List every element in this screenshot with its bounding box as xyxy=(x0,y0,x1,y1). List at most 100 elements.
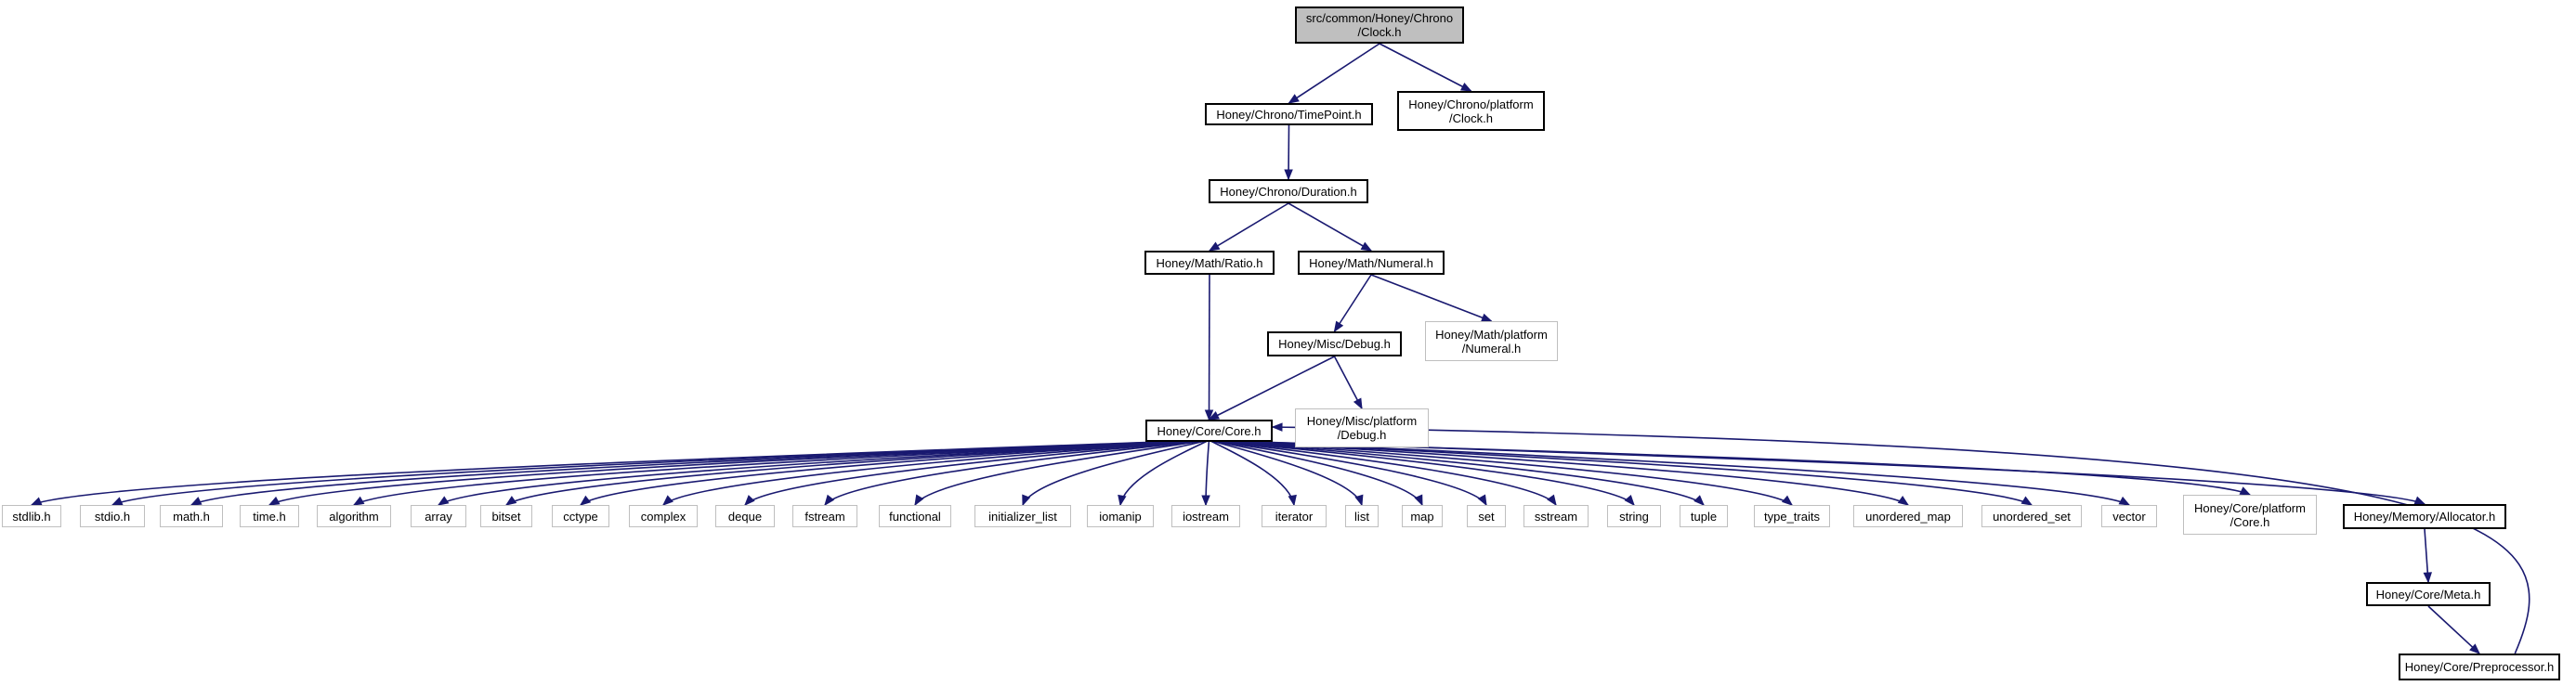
node-map[interactable]: map xyxy=(1402,505,1443,527)
edge-arrowhead xyxy=(1414,494,1423,507)
node-fstream[interactable]: fstream xyxy=(792,505,857,527)
node-stdio[interactable]: stdio.h xyxy=(80,505,145,527)
edge-arrowhead xyxy=(504,496,517,506)
edge-arrowhead xyxy=(190,497,203,506)
edge-core-to-initializer_list xyxy=(1022,439,1210,506)
edge-arrowhead xyxy=(824,494,835,507)
edge-clock-to-platform_clock xyxy=(1379,43,1471,92)
node-core[interactable]: Honey/Core/Core.h xyxy=(1145,420,1273,442)
node-stdlib[interactable]: stdlib.h xyxy=(2,505,61,527)
node-list[interactable]: list xyxy=(1345,505,1379,527)
edge-arrowhead xyxy=(1897,496,1910,506)
edge-arrowhead xyxy=(1288,94,1300,104)
node-numeral[interactable]: Honey/Math/Numeral.h xyxy=(1298,251,1445,275)
node-platform-debug[interactable]: Honey/Misc/platform /Debug.h xyxy=(1295,408,1429,447)
node-platform-core[interactable]: Honey/Core/platform /Core.h xyxy=(2183,495,2317,535)
node-unordered-set[interactable]: unordered_set xyxy=(1981,505,2082,527)
node-sstream[interactable]: sstream xyxy=(1523,505,1589,527)
node-iostream[interactable]: iostream xyxy=(1171,505,1240,527)
edge-arrowhead xyxy=(662,495,673,506)
edge-arrowhead xyxy=(2469,643,2480,654)
edge-arrowhead xyxy=(2020,496,2033,506)
edge-arrowhead xyxy=(1547,494,1557,507)
edge-duration-to-ratio xyxy=(1209,202,1289,252)
edge-arrowhead xyxy=(111,497,124,506)
edge-arrowhead xyxy=(1208,241,1221,252)
edge-arrowhead xyxy=(2423,572,2432,584)
node-preprocessor[interactable]: Honey/Core/Preprocessor.h xyxy=(2399,654,2560,680)
node-functional[interactable]: functional xyxy=(879,505,951,527)
edge-arrowhead xyxy=(1118,494,1127,507)
node-bitset[interactable]: bitset xyxy=(480,505,532,527)
node-tuple[interactable]: tuple xyxy=(1680,505,1728,527)
node-clock[interactable]: src/common/Honey/Chrono /Clock.h xyxy=(1295,6,1464,44)
edge-core-to-deque xyxy=(744,439,1210,506)
edge-arrowhead xyxy=(1333,320,1344,333)
edge-arrowhead xyxy=(1284,169,1293,181)
node-unordered-map[interactable]: unordered_map xyxy=(1853,505,1963,527)
node-set[interactable]: set xyxy=(1467,505,1506,527)
edge-arrowhead xyxy=(2118,496,2131,506)
edge-core-to-map xyxy=(1209,439,1423,506)
node-platform-numeral[interactable]: Honey/Math/platform /Numeral.h xyxy=(1425,321,1558,361)
edge-arrowhead xyxy=(1781,495,1794,506)
node-ratio[interactable]: Honey/Math/Ratio.h xyxy=(1144,251,1275,275)
node-platform-clock[interactable]: Honey/Chrono/platform /Clock.h xyxy=(1397,91,1545,131)
edge-arrowhead xyxy=(1353,397,1363,410)
node-initializer-list[interactable]: initializer_list xyxy=(974,505,1071,527)
edge-clock-to-timepoint xyxy=(1288,43,1380,104)
node-iterator[interactable]: iterator xyxy=(1262,505,1327,527)
edge-core-to-fstream xyxy=(824,439,1210,506)
node-cctype[interactable]: cctype xyxy=(552,505,609,527)
edge-duration-to-numeral xyxy=(1288,202,1372,252)
node-array[interactable]: array xyxy=(411,505,466,527)
edge-arrowhead xyxy=(1459,82,1472,92)
node-string[interactable]: string xyxy=(1607,505,1661,527)
edge-arrowhead xyxy=(1354,494,1364,507)
edge-arrowhead xyxy=(1201,495,1210,507)
node-complex[interactable]: complex xyxy=(629,505,698,527)
edge-arrowhead xyxy=(744,495,755,506)
edge-arrowhead xyxy=(352,496,365,506)
edge-numeral-to-debug xyxy=(1333,274,1372,332)
node-timepoint[interactable]: Honey/Chrono/TimePoint.h xyxy=(1205,103,1373,125)
node-deque[interactable]: deque xyxy=(715,505,775,527)
node-vector[interactable]: vector xyxy=(2101,505,2157,527)
edge-core-to-iomanip xyxy=(1119,439,1210,506)
edge-arrowhead xyxy=(1477,494,1487,507)
edge-core-to-list xyxy=(1209,439,1363,506)
node-type-traits[interactable]: type_traits xyxy=(1754,505,1830,527)
edge-arrowhead xyxy=(1208,411,1221,421)
node-math[interactable]: math.h xyxy=(160,505,223,527)
edge-numeral-to-platform_numeral xyxy=(1370,274,1492,322)
edge-meta-to-preprocessor xyxy=(2427,605,2480,654)
node-meta[interactable]: Honey/Core/Meta.h xyxy=(2366,582,2491,606)
edge-arrowhead xyxy=(914,494,924,507)
node-allocator[interactable]: Honey/Memory/Allocator.h xyxy=(2343,504,2506,529)
edge-arrowhead xyxy=(30,497,43,506)
edge-arrowhead xyxy=(1480,313,1493,322)
node-debug[interactable]: Honey/Misc/Debug.h xyxy=(1267,331,1402,356)
edge-debug-to-core xyxy=(1209,356,1335,421)
edge-debug-to-platform_debug xyxy=(1333,356,1363,409)
edge-arrowhead xyxy=(1022,494,1031,507)
edge-arrowhead xyxy=(268,496,281,506)
edge-arrowhead xyxy=(1288,494,1297,507)
edge-arrowhead xyxy=(1693,495,1705,506)
node-iomanip[interactable]: iomanip xyxy=(1087,505,1154,527)
edge-arrowhead xyxy=(1624,494,1635,507)
edge-preprocessor-to-core xyxy=(1272,426,2530,654)
edge-arrowhead xyxy=(1271,422,1283,432)
edge-arrowhead xyxy=(2239,486,2252,496)
edge-core-to-set xyxy=(1209,439,1487,506)
edge-arrowhead xyxy=(579,495,592,506)
node-algorithm[interactable]: algorithm xyxy=(317,505,391,527)
edge-arrowhead xyxy=(437,496,450,506)
edge-arrowhead xyxy=(1360,241,1373,252)
edge-core-to-iterator xyxy=(1209,439,1295,506)
node-time[interactable]: time.h xyxy=(240,505,299,527)
node-duration[interactable]: Honey/Chrono/Duration.h xyxy=(1209,179,1368,203)
edge-arrowhead xyxy=(1204,409,1214,421)
edge-core-to-iostream xyxy=(1205,439,1210,506)
